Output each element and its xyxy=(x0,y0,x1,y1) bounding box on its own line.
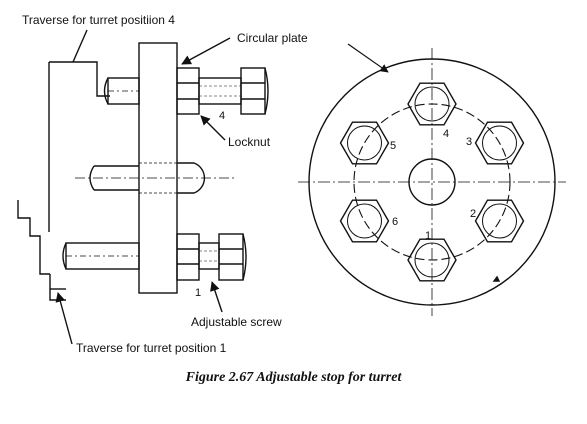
traverse-4-bracket xyxy=(49,61,110,97)
hex-head-3 xyxy=(474,121,525,165)
label-adjustable-screw: Adjustable screw xyxy=(191,315,282,329)
traverse-4-leader xyxy=(72,29,88,63)
side-view xyxy=(17,29,269,345)
hex-head-5 xyxy=(339,121,390,165)
circular-plate-leader xyxy=(181,37,231,65)
hex-head-chamfer-6 xyxy=(347,203,382,239)
plate-position-2: 2 xyxy=(470,208,476,220)
plate-position-3: 3 xyxy=(466,136,472,148)
hex-head-2 xyxy=(474,199,525,243)
hex-heads xyxy=(339,82,525,282)
figure-caption: Figure 2.67 Adjustable stop for turret xyxy=(185,370,402,385)
plate-position-1: 1 xyxy=(425,230,431,242)
label-traverse-1: Traverse for turret position 1 xyxy=(76,341,227,355)
traverse-1-bracket xyxy=(49,274,66,301)
hex-head-1 xyxy=(407,238,457,282)
bottom-screw xyxy=(62,233,247,281)
front-view xyxy=(298,43,566,316)
label-locknut: Locknut xyxy=(228,135,271,149)
plate-position-5: 5 xyxy=(390,140,396,152)
label-traverse-4: Traverse for turret positiion 4 xyxy=(22,13,175,27)
hex-head-chamfer-4 xyxy=(414,86,450,122)
hex-head-4 xyxy=(407,82,457,126)
traverse-1-leader xyxy=(55,292,73,345)
hex-head-chamfer-3 xyxy=(482,125,517,161)
hex-head-chamfer-1 xyxy=(414,242,450,278)
side-number-bottom: 1 xyxy=(195,287,201,299)
circular-plate-front-leader xyxy=(347,43,389,73)
top-screw xyxy=(103,67,269,115)
hex-head-chamfer-5 xyxy=(347,125,382,161)
side-number-top: 4 xyxy=(219,110,225,122)
hex-head-chamfer-2 xyxy=(482,203,517,239)
plate-position-4: 4 xyxy=(443,128,449,140)
locknut-leader xyxy=(200,115,226,141)
circular-plate-side xyxy=(138,42,178,294)
mark xyxy=(492,275,501,282)
centre-pin xyxy=(75,162,234,194)
plate-position-6: 6 xyxy=(392,216,398,228)
label-circular-plate: Circular plate xyxy=(237,31,308,45)
adjustable-screw-leader xyxy=(210,281,223,313)
hex-head-6 xyxy=(339,199,390,243)
